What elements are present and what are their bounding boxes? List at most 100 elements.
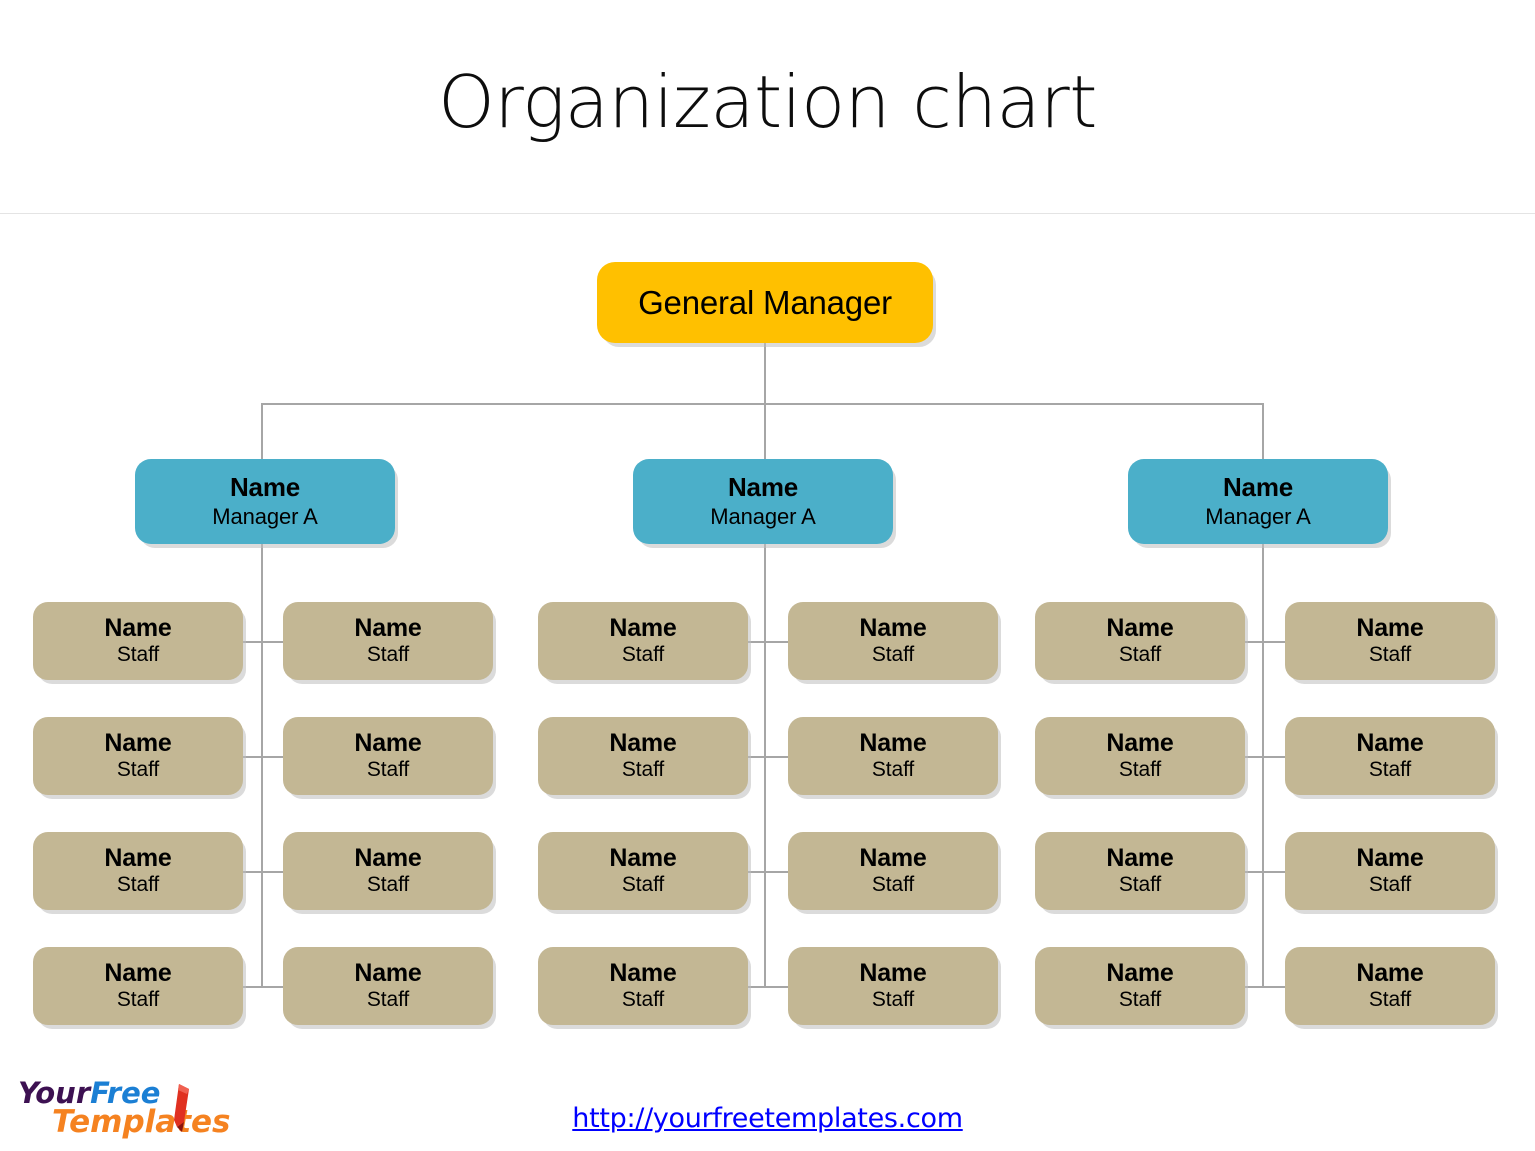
node-staff-b3-6-name: Name (1356, 844, 1424, 873)
node-staff-b3-1-role: Staff (1118, 642, 1162, 666)
node-staff-b3-8[interactable]: Name Staff (1285, 947, 1495, 1025)
connector-stub-b3-r3-left (1242, 871, 1263, 873)
connector-stub-b3-r4-left (1242, 986, 1263, 988)
node-staff-b2-8-name: Name (859, 959, 927, 988)
node-general-manager[interactable]: General Manager (597, 262, 933, 343)
node-staff-b1-3[interactable]: Name Staff (33, 717, 243, 795)
node-staff-b3-5[interactable]: Name Staff (1035, 832, 1245, 910)
connector-stub-b3-r4-right (1262, 986, 1286, 988)
node-staff-b1-2[interactable]: Name Staff (283, 602, 493, 680)
yourfreetemplates-logo[interactable]: YourFree Templates (10, 1079, 231, 1145)
node-staff-b1-1-name: Name (104, 614, 172, 643)
node-staff-b2-5-name: Name (609, 844, 677, 873)
node-staff-b1-5[interactable]: Name Staff (33, 832, 243, 910)
node-staff-b1-7[interactable]: Name Staff (33, 947, 243, 1025)
logo-word-free: Free (90, 1076, 161, 1110)
connector-stub-b1-r2-right (261, 756, 285, 758)
node-staff-b2-2[interactable]: Name Staff (788, 602, 998, 680)
connector-stub-b3-r2-left (1242, 756, 1263, 758)
node-staff-b2-5-role: Staff (621, 872, 665, 896)
node-staff-b2-3-name: Name (609, 729, 677, 758)
node-staff-b2-3[interactable]: Name Staff (538, 717, 748, 795)
node-staff-b3-6[interactable]: Name Staff (1285, 832, 1495, 910)
node-manager-3-role: Manager A (1205, 503, 1311, 529)
connector-bus-managers (261, 403, 1264, 405)
node-manager-2-role: Manager A (710, 503, 816, 529)
node-staff-b3-2[interactable]: Name Staff (1285, 602, 1495, 680)
logo-line-two: Templates (52, 1107, 231, 1138)
node-staff-b1-1-role: Staff (116, 642, 160, 666)
node-manager-1[interactable]: Name Manager A (135, 459, 395, 544)
footer-url-link[interactable]: http://yourfreetemplates.com (572, 1103, 963, 1134)
node-manager-1-role: Manager A (212, 503, 318, 529)
node-staff-b2-1-name: Name (609, 614, 677, 643)
node-staff-b2-3-role: Staff (621, 757, 665, 781)
node-staff-b3-1-name: Name (1106, 614, 1174, 643)
node-staff-b1-2-name: Name (354, 614, 422, 643)
node-staff-b3-4-name: Name (1356, 729, 1424, 758)
connector-drop-branch-2 (764, 403, 766, 460)
node-manager-2[interactable]: Name Manager A (633, 459, 893, 544)
connector-stub-b1-r3-left (240, 871, 262, 873)
node-staff-b3-7-name: Name (1106, 959, 1174, 988)
connector-stub-b2-r1-right (764, 641, 790, 643)
node-staff-b3-8-role: Staff (1368, 987, 1412, 1011)
node-staff-b1-6-role: Staff (366, 872, 410, 896)
connector-stub-b3-r1-right (1262, 641, 1286, 643)
connector-stub-b2-r2-left (745, 756, 765, 758)
node-staff-b3-4-role: Staff (1368, 757, 1412, 781)
connector-stub-b2-r3-left (745, 871, 765, 873)
connector-spine-branch-2 (764, 543, 766, 987)
connector-spine-branch-1 (261, 543, 263, 987)
node-staff-b3-4[interactable]: Name Staff (1285, 717, 1495, 795)
node-general-manager-label: General Manager (638, 284, 892, 321)
node-staff-b1-6[interactable]: Name Staff (283, 832, 493, 910)
node-staff-b1-3-role: Staff (116, 757, 160, 781)
connector-stub-b3-r2-right (1262, 756, 1286, 758)
node-staff-b3-7[interactable]: Name Staff (1035, 947, 1245, 1025)
connector-stub-b3-r1-left (1242, 641, 1263, 643)
node-staff-b3-3[interactable]: Name Staff (1035, 717, 1245, 795)
node-staff-b1-4-name: Name (354, 729, 422, 758)
page-title: Organization chart (438, 60, 1097, 144)
node-staff-b1-4-role: Staff (366, 757, 410, 781)
node-staff-b3-2-role: Staff (1368, 642, 1412, 666)
node-staff-b2-4-name: Name (859, 729, 927, 758)
node-staff-b1-7-name: Name (104, 959, 172, 988)
connector-stub-b2-r4-right (764, 986, 790, 988)
connector-stub-b2-r1-left (745, 641, 765, 643)
node-staff-b1-7-role: Staff (116, 987, 160, 1011)
node-staff-b1-3-name: Name (104, 729, 172, 758)
node-staff-b3-2-name: Name (1356, 614, 1424, 643)
node-staff-b3-5-name: Name (1106, 844, 1174, 873)
node-staff-b2-4[interactable]: Name Staff (788, 717, 998, 795)
node-staff-b1-8-name: Name (354, 959, 422, 988)
node-staff-b2-6[interactable]: Name Staff (788, 832, 998, 910)
node-staff-b2-6-role: Staff (871, 872, 915, 896)
connector-spine-branch-3 (1262, 543, 1264, 987)
node-staff-b2-6-name: Name (859, 844, 927, 873)
node-manager-3[interactable]: Name Manager A (1128, 459, 1388, 544)
logo-line-one: YourFree (18, 1079, 160, 1108)
node-staff-b2-7-name: Name (609, 959, 677, 988)
node-staff-b2-2-role: Staff (871, 642, 915, 666)
node-staff-b2-5[interactable]: Name Staff (538, 832, 748, 910)
node-staff-b1-2-role: Staff (366, 642, 410, 666)
connector-stub-b2-r3-right (764, 871, 790, 873)
node-staff-b3-1[interactable]: Name Staff (1035, 602, 1245, 680)
node-staff-b1-5-role: Staff (116, 872, 160, 896)
node-staff-b1-8[interactable]: Name Staff (283, 947, 493, 1025)
node-manager-1-name: Name (229, 472, 300, 503)
node-staff-b2-8[interactable]: Name Staff (788, 947, 998, 1025)
node-staff-b2-1-role: Staff (621, 642, 665, 666)
footer-url[interactable]: http://yourfreetemplates.com (0, 1103, 1535, 1134)
node-staff-b2-1[interactable]: Name Staff (538, 602, 748, 680)
node-staff-b1-8-role: Staff (366, 987, 410, 1011)
logo-word-your: Your (18, 1076, 91, 1110)
node-manager-3-name: Name (1222, 472, 1293, 503)
node-staff-b2-7[interactable]: Name Staff (538, 947, 748, 1025)
node-staff-b1-4[interactable]: Name Staff (283, 717, 493, 795)
connector-stub-b1-r1-right (261, 641, 285, 643)
node-staff-b1-1[interactable]: Name Staff (33, 602, 243, 680)
